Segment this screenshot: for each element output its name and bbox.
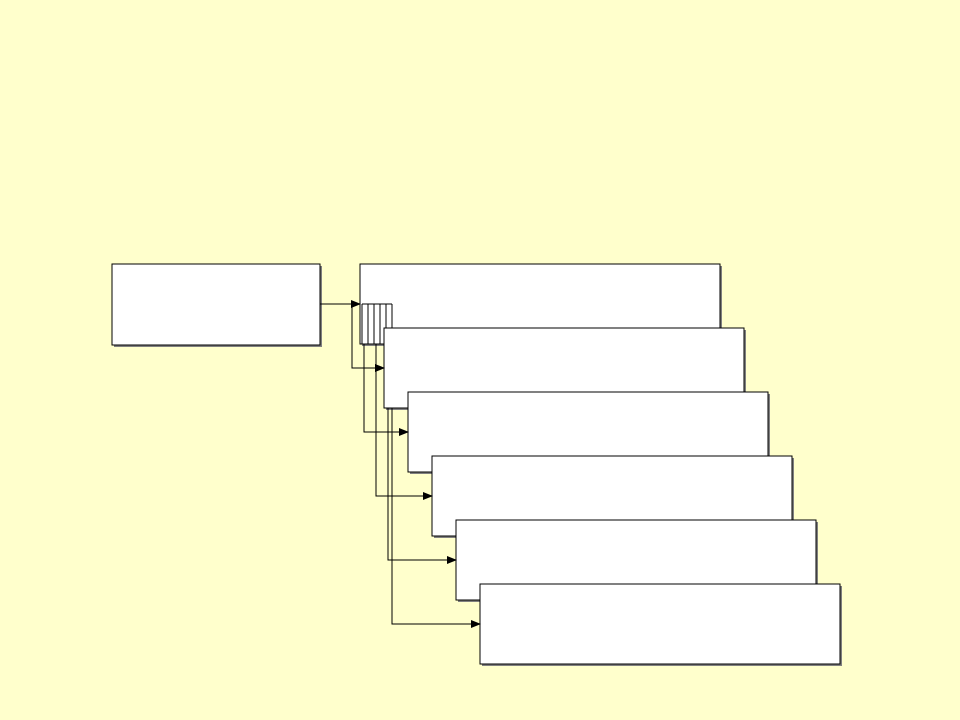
arrow-to-box-6 (391, 408, 481, 628)
target-box-6 (479, 583, 842, 666)
target-box-6-rect (479, 583, 841, 665)
source-box (111, 263, 322, 347)
branch-connectors (351, 304, 481, 628)
arrow-to-box-3 (363, 344, 409, 436)
arrow-to-box-2 (351, 304, 385, 372)
arrow-to-box-4 (375, 344, 433, 500)
arrow-to-box-5 (387, 408, 457, 564)
source-box-rect (111, 263, 321, 346)
